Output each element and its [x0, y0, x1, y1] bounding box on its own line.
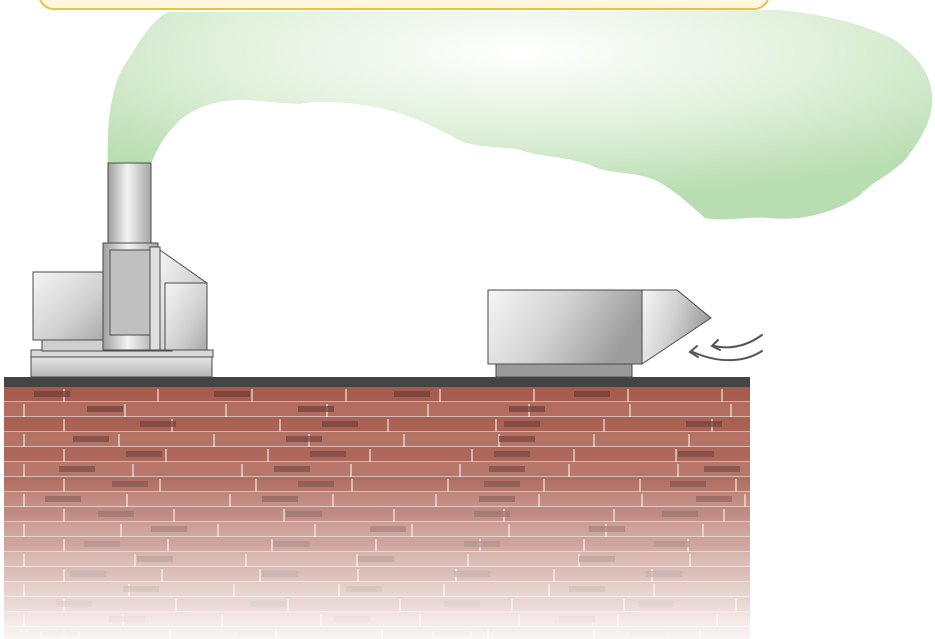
- hood-nose: [642, 290, 711, 364]
- fan-belt-guard: [150, 247, 160, 350]
- exhaust-stack: [108, 163, 151, 243]
- fan-inlet-box: [165, 283, 207, 350]
- roof-deck: [4, 377, 750, 387]
- fan-inner-panel: [110, 250, 150, 335]
- fan-base: [31, 356, 212, 377]
- hood-curb: [496, 364, 632, 377]
- exhaust-fan-icon: [31, 163, 213, 377]
- hood-body: [488, 290, 642, 364]
- airflow-arrow-icon: [690, 335, 762, 360]
- exhaust-plume: [108, 10, 933, 219]
- intake-hood-icon: [488, 290, 711, 377]
- brick-fade-overlay: [4, 387, 750, 639]
- fan-motor-housing: [33, 272, 106, 340]
